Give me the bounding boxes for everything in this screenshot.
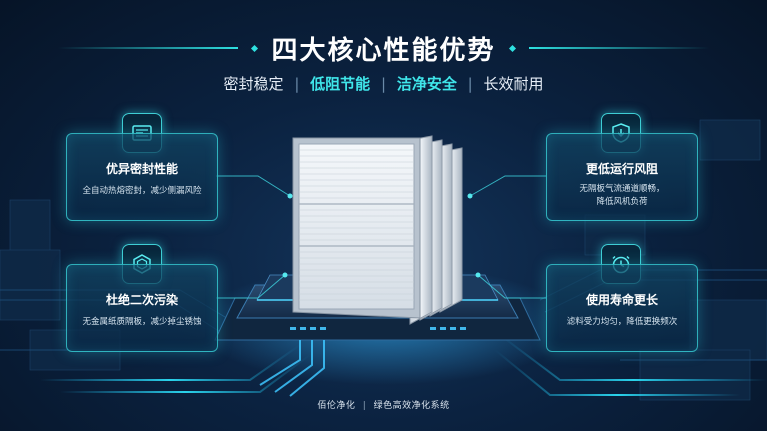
feature-card-long-life: 使用寿命更长 滤料受力均匀，降低更换频次 (546, 264, 698, 352)
feature-card-sealing: 优异密封性能 全自动热熔密封，减少侧漏风险 (66, 133, 218, 221)
page-title: 四大核心性能优势 (271, 35, 496, 66)
title-right-line (528, 47, 709, 49)
feature-title: 杜绝二次污染 (105, 293, 178, 307)
feature-description: 全自动热熔密封，减少侧漏风险 (82, 186, 202, 196)
footer-separator: | (362, 401, 367, 411)
feature-card-no-contamination: 杜绝二次污染 无金属纸质隔板，减少掉尘锈蚀 (66, 264, 218, 352)
title-left-line (58, 47, 239, 49)
feature-title: 使用寿命更长 (585, 293, 658, 307)
feature-title: 优异密封性能 (105, 162, 178, 176)
feature-title: 更低运行风阻 (585, 162, 658, 176)
subtitle-separator: | (467, 75, 473, 93)
subtitle: 密封稳定 | 低阻节能 | 洁净安全 | 长效耐用 (0, 73, 767, 94)
subtitle-item-sealing: 密封稳定 (223, 75, 284, 93)
subtitle-item-durable: 长效耐用 (483, 75, 544, 93)
footer-brand: 佰伦净化 (317, 401, 356, 411)
feature-card-low-resistance: 更低运行风阻 无隔板气流通道顺畅， 降低风机负荷 (546, 133, 698, 221)
subtitle-separator: | (294, 75, 300, 93)
subtitle-item-clean-safe: 洁净安全 (396, 75, 457, 93)
feature-description: 滤料受力均匀，降低更换频次 (566, 317, 678, 327)
footer-slogan: 绿色高效净化系统 (373, 401, 450, 411)
feature-description: 无金属纸质隔板，减少掉尘锈蚀 (82, 317, 202, 327)
footer: 佰伦净化 | 绿色高效净化系统 (0, 398, 767, 411)
feature-description-line: 降低风机负荷 (596, 197, 648, 207)
subtitle-item-low-resistance: 低阻节能 (310, 75, 371, 93)
feature-description: 无隔板气流通道顺畅， 降低风机负荷 (547, 183, 697, 209)
subtitle-separator: | (380, 75, 387, 93)
title-row: 四大核心性能优势 (0, 26, 767, 70)
feature-description-line: 无隔板气流通道顺畅， (579, 184, 665, 194)
